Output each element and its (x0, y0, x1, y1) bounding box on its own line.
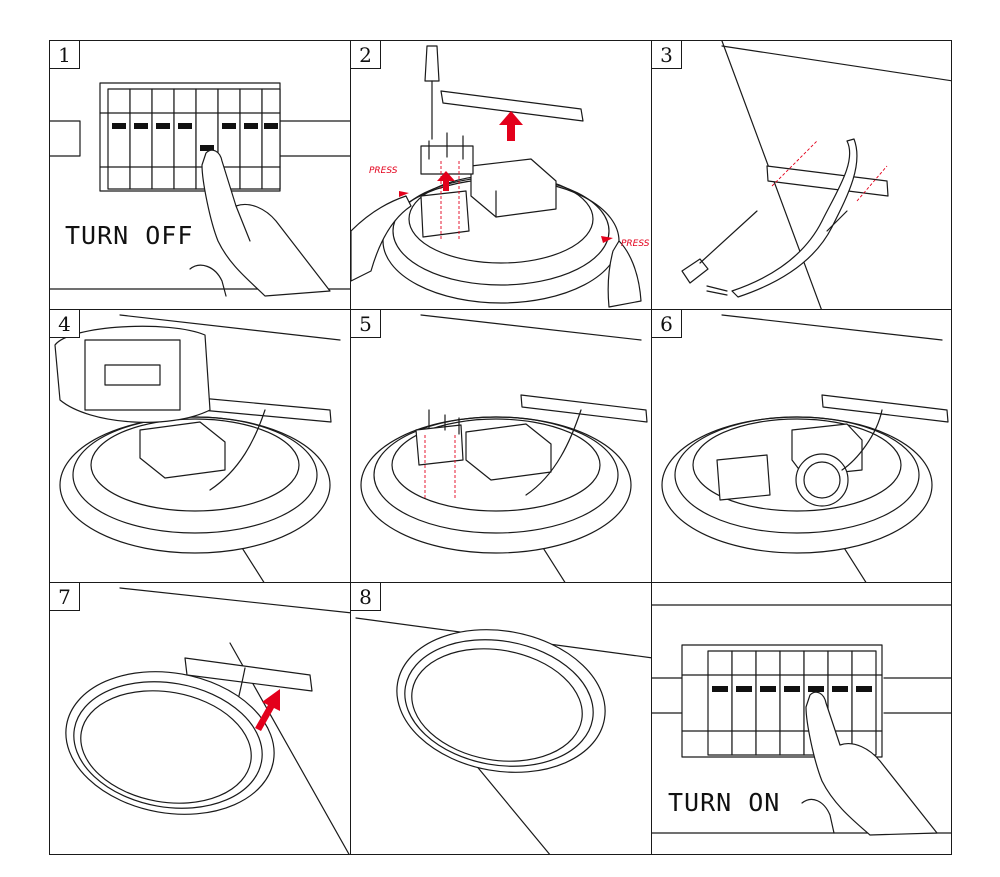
step-4-panel: 4 (49, 309, 351, 583)
remove-base-illustration (351, 45, 642, 308)
right-hand (607, 240, 642, 308)
reattach-base-illustration (360, 314, 648, 582)
hand (201, 149, 331, 297)
step-number: 7 (50, 583, 80, 611)
terminal-cover (716, 454, 771, 501)
lift-arrow-large (499, 111, 523, 141)
step-3-panel: 3 (651, 40, 952, 310)
step-7-panel: 7 (49, 582, 351, 855)
step-5-panel: 5 (350, 309, 652, 583)
step-8-panel: 8 (350, 582, 652, 855)
driver-box (470, 158, 557, 218)
terminal-cover (415, 424, 464, 466)
power-cable (731, 138, 858, 298)
mount-bracket-illustration (681, 41, 951, 309)
mounting-bracket (184, 657, 313, 692)
step-9-panel: TURN ON (651, 582, 952, 855)
driver-box (139, 421, 226, 479)
breaker-bank (99, 88, 281, 190)
step-number: 5 (351, 310, 381, 338)
breaker-on-illustration (652, 604, 951, 836)
mounting-bracket (821, 394, 949, 423)
screwdriver (424, 45, 440, 82)
attach-fixture-illustration (65, 587, 350, 854)
step-number: 8 (351, 583, 381, 611)
terminal-block (420, 190, 470, 238)
light-fixture (65, 671, 275, 815)
turn-on-caption: TURN ON (668, 788, 781, 817)
step-number: 3 (652, 41, 682, 69)
coil-cable-illustration (661, 314, 949, 582)
step-6-panel: 6 (651, 309, 952, 583)
push-arrow (255, 689, 280, 731)
step-number: 1 (50, 41, 80, 69)
connect-wires-illustration (54, 314, 341, 582)
light-fixture (396, 629, 606, 773)
step-number: 2 (351, 41, 381, 69)
press-label-right: PRESS (621, 239, 650, 249)
breaker-off-illustration (50, 82, 350, 297)
mounting-bracket (520, 394, 648, 423)
step-1-panel: 1 (49, 40, 351, 310)
mounting-bracket (440, 90, 584, 122)
installed-fixture-illustration (355, 617, 651, 854)
step-number: 6 (652, 310, 682, 338)
hand (805, 691, 938, 836)
breaker-bank (681, 650, 883, 756)
mounting-bracket (766, 165, 889, 197)
press-label-left: PRESS (369, 166, 398, 176)
step-2-panel: 2 PRESS PRESS (350, 40, 652, 310)
lift-arrow-small (437, 171, 455, 191)
turn-off-caption: TURN OFF (65, 221, 194, 250)
screwdriver (681, 258, 709, 284)
step-number: 4 (50, 310, 80, 338)
left-hand (351, 195, 412, 282)
